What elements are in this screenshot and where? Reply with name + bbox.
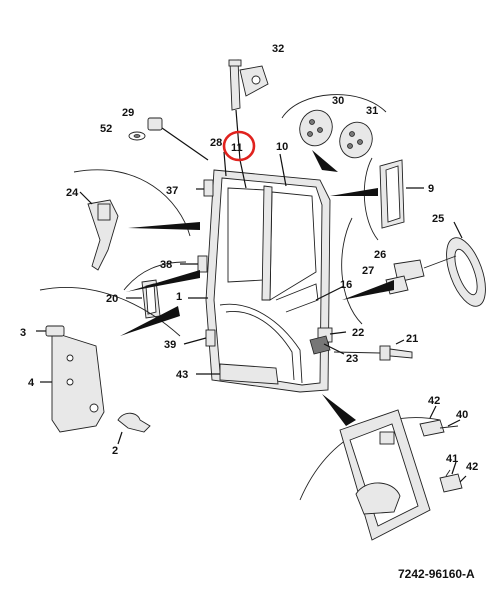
- hinge-part-32: [228, 59, 269, 161]
- door-bottom-seal: [219, 363, 279, 385]
- label-22: 22: [352, 327, 364, 339]
- label-1: 1: [176, 291, 182, 303]
- label-27: 27: [362, 265, 374, 277]
- label-24: 24: [66, 187, 79, 199]
- door-glass-left: [227, 187, 267, 283]
- label-10: 10: [276, 141, 288, 153]
- label-40: 40: [456, 409, 468, 421]
- callout-labels: 32 29 52 28 11 10 30 31 9 24 37 25 26 27…: [20, 43, 478, 581]
- door-assembly: [197, 169, 333, 393]
- label-21: 21: [406, 333, 418, 345]
- label-52: 52: [100, 123, 112, 135]
- label-3: 3: [20, 327, 26, 339]
- lock-part-25-26-27: [341, 217, 486, 325]
- label-31: 31: [366, 105, 378, 117]
- label-43: 43: [176, 369, 188, 381]
- label-20: 20: [106, 293, 118, 305]
- label-41: 41: [446, 453, 458, 465]
- label-32: 32: [272, 43, 284, 55]
- highlight-circle: [222, 130, 256, 162]
- label-4: 4: [28, 377, 35, 389]
- seal-part-20: [123, 261, 200, 319]
- label-38: 38: [160, 259, 172, 271]
- label-9: 9: [428, 183, 434, 195]
- label-16: 16: [340, 279, 352, 291]
- seal-part-9: [330, 157, 424, 241]
- discs-part-30-31: [281, 94, 387, 172]
- label-37: 37: [166, 185, 178, 197]
- handle-part-24: [73, 169, 200, 271]
- reference-code: 7242-96160-A: [398, 567, 475, 581]
- label-39: 39: [164, 339, 176, 351]
- leader-lines: [180, 151, 347, 375]
- label-42a: 42: [428, 395, 440, 407]
- label-42b: 42: [466, 461, 478, 473]
- bracket-detail-3-4-2: [36, 287, 181, 445]
- label-23: 23: [346, 353, 358, 365]
- knob-part-29: [128, 117, 209, 161]
- label-28: 28: [210, 137, 222, 149]
- label-30: 30: [332, 95, 344, 107]
- label-25: 25: [432, 213, 444, 225]
- label-11: 11: [231, 142, 243, 154]
- latch-detail-40-41-42: [299, 394, 467, 541]
- label-2: 2: [112, 445, 118, 457]
- label-29: 29: [122, 107, 134, 119]
- label-26: 26: [374, 249, 386, 261]
